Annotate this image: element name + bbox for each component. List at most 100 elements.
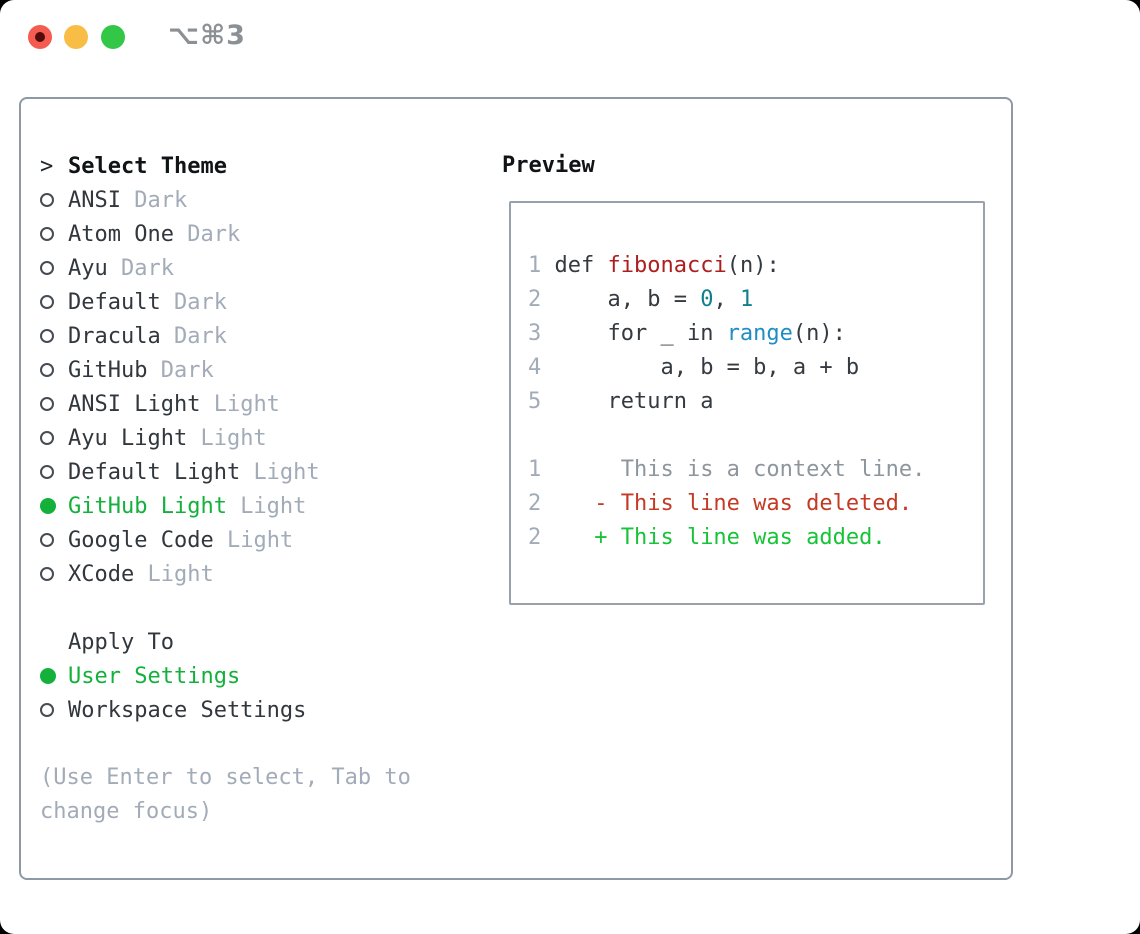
theme-option-label: Atom One [68, 221, 188, 247]
line-number: 5 [528, 389, 542, 414]
code-segment-code: , [713, 287, 740, 312]
code-segment-added_green: + This line was added. [541, 525, 886, 550]
apply-option-label: User Settings [68, 663, 241, 689]
apply-to-title: Apply To [68, 629, 174, 655]
theme-option-label: Ayu Light [68, 425, 201, 451]
theme-option-label: Default Light [68, 459, 254, 485]
radio-icon [40, 295, 54, 309]
code-segment-code: a, b = [541, 287, 701, 312]
theme-option-label: Ayu [68, 255, 121, 281]
radio-icon [40, 329, 54, 343]
select-theme-header: > Select Theme [21, 149, 499, 183]
apply-option-label: Workspace Settings [68, 697, 307, 723]
line-number: 2 [528, 287, 542, 312]
theme-option-label: GitHub Light [68, 493, 241, 519]
code-segment-code: return a [541, 389, 714, 414]
line-number: 1 [528, 253, 542, 278]
preview-line: 1 def fibonacci(n): [528, 249, 983, 283]
theme-option-ayu[interactable]: Ayu Dark [21, 251, 499, 285]
theme-option-xcode[interactable]: XCode Light [21, 557, 499, 591]
line-number: 4 [528, 355, 542, 380]
radio-icon [40, 465, 54, 479]
hint-line-2: change focus) [40, 799, 213, 824]
code-segment-code: (n): [726, 253, 780, 278]
window-title: ⌥⌘3 [168, 20, 246, 51]
preview-line: 2 + This line was added. [528, 521, 983, 555]
radio-icon [40, 567, 54, 581]
theme-option-dracula[interactable]: Dracula Dark [21, 319, 499, 353]
radio-icon [40, 193, 54, 207]
radio-selected-icon [40, 498, 56, 514]
code-segment-builtin_blue: range [726, 321, 793, 346]
preview-line: 1 This is a context line. [528, 453, 983, 487]
close-dot-icon [35, 32, 45, 42]
theme-option-ansi-light[interactable]: ANSI Light Light [21, 387, 499, 421]
code-segment-code: def [541, 253, 608, 278]
theme-option-label: GitHub [68, 357, 161, 383]
theme-option-ayu-light[interactable]: Ayu Light Light [21, 421, 499, 455]
theme-option-label: XCode [68, 561, 148, 587]
theme-option-label: ANSI [68, 187, 135, 213]
theme-variant-badge: Dark [134, 187, 188, 213]
title-bar: ⌥⌘3 [0, 0, 1140, 74]
theme-option-google-code[interactable]: Google Code Light [21, 523, 499, 557]
theme-variant-badge: Light [200, 425, 267, 451]
code-segment-number_teal: 0 [700, 287, 714, 312]
radio-icon [40, 227, 54, 241]
theme-option-ansi[interactable]: ANSI Dark [21, 183, 499, 217]
spacer [21, 591, 499, 625]
prompt-caret-icon: > [40, 153, 54, 179]
theme-variant-badge: Light [240, 493, 307, 519]
theme-option-label: Google Code [68, 527, 227, 553]
theme-variant-badge: Dark [173, 323, 227, 349]
theme-option-github[interactable]: GitHub Dark [21, 353, 499, 387]
apply-option-user-settings[interactable]: User Settings [21, 659, 499, 693]
theme-option-label: ANSI Light [68, 391, 214, 417]
code-segment-number_teal: 1 [739, 287, 754, 312]
preview-line: 2 - This line was deleted. [528, 487, 983, 521]
hint-line-1: (Use Enter to select, Tab to [40, 765, 411, 790]
code-segment-deleted_red: - This line was deleted. [541, 491, 913, 516]
code-segment-context_gray: This is a context line. [541, 457, 926, 482]
line-number: 3 [528, 321, 542, 346]
radio-icon [40, 397, 54, 411]
theme-variant-badge: Dark [120, 255, 174, 281]
apply-to-header: Apply To [21, 625, 499, 659]
theme-variant-badge: Light [213, 391, 280, 417]
code-segment-code: for _ in [541, 321, 727, 346]
line-number: 1 [528, 457, 542, 482]
theme-variant-badge: Dark [187, 221, 241, 247]
preview-line: 5 return a [528, 385, 983, 419]
zoom-button[interactable] [101, 25, 125, 49]
minimize-button[interactable] [64, 25, 88, 49]
preview-line: 3 for _ in range(n): [528, 317, 983, 351]
radio-icon [40, 703, 54, 717]
theme-option-atom-one[interactable]: Atom One Dark [21, 217, 499, 251]
preview-line [528, 419, 983, 453]
preview-box: 1 def fibonacci(n): 2 a, b = 0, 1 3 for _ … [509, 201, 985, 605]
spacer [21, 727, 499, 761]
theme-option-default-light[interactable]: Default Light Light [21, 455, 499, 489]
theme-variant-badge: Dark [173, 289, 227, 315]
theme-option-label: Default [68, 289, 174, 315]
preview-line: 4 a, b = b, a + b [528, 351, 983, 385]
theme-option-github-light[interactable]: GitHub Light Light [21, 489, 499, 523]
line-number: 2 [528, 491, 542, 516]
theme-option-label: Dracula [68, 323, 174, 349]
radio-selected-icon [40, 668, 56, 684]
close-button[interactable] [28, 25, 52, 49]
preview-title: Preview [502, 153, 595, 178]
select-theme-title: Select Theme [68, 153, 227, 179]
radio-icon [40, 363, 54, 377]
code-segment-code: (n): [792, 321, 846, 346]
theme-option-default[interactable]: Default Dark [21, 285, 499, 319]
theme-variant-badge: Light [253, 459, 320, 485]
line-number: 2 [528, 525, 542, 550]
radio-icon [40, 431, 54, 445]
apply-option-workspace-settings[interactable]: Workspace Settings [21, 693, 499, 727]
